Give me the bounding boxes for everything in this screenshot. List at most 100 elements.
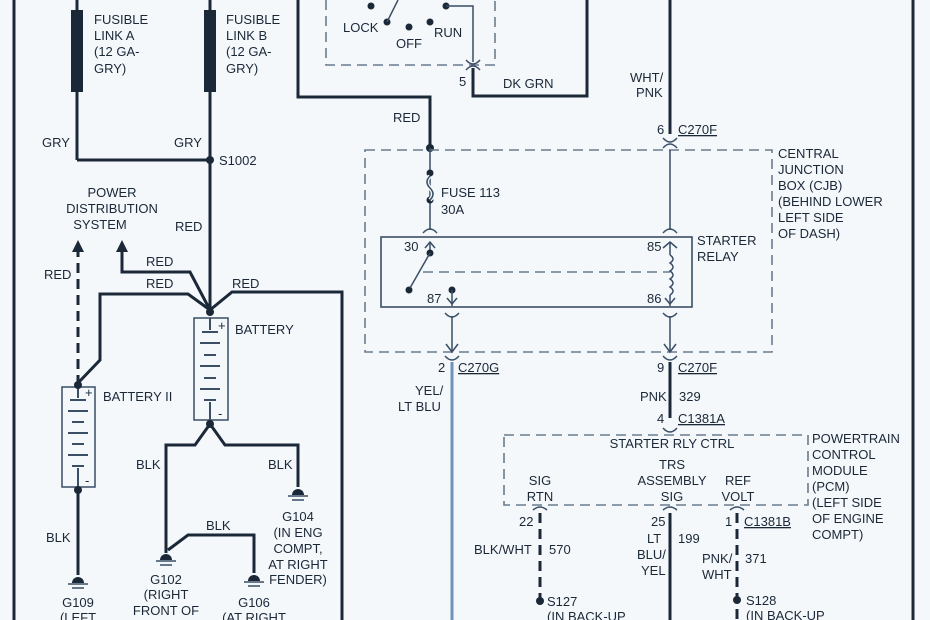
svg-text:OF ENGINE: OF ENGINE <box>812 511 884 526</box>
ground-g109: G109(LEFT <box>60 577 96 620</box>
wire-red-right <box>209 290 344 620</box>
svg-text:RELAY: RELAY <box>697 249 739 264</box>
svg-text:25: 25 <box>651 514 665 529</box>
svg-text:SYSTEM: SYSTEM <box>73 217 126 232</box>
connector-label: C1381A <box>678 411 725 426</box>
svg-text:22: 22 <box>519 514 533 529</box>
wire-blk-g104 <box>208 423 300 487</box>
wire-label: LT BLU <box>398 399 441 414</box>
arrow-up-icon <box>116 240 128 252</box>
battery-ii: + - BATTERY II <box>61 385 172 488</box>
svg-text:LINK B: LINK B <box>226 28 267 43</box>
svg-text:DISTRIBUTION: DISTRIBUTION <box>66 201 158 216</box>
svg-text:JUNCTION: JUNCTION <box>778 162 844 177</box>
ground-g104: G104(IN ENG COMPT,AT RIGHT FENDER) <box>268 489 328 587</box>
svg-text:OFF: OFF <box>396 36 422 51</box>
power-distribution-label: POWER DISTRIBUTION SYSTEM <box>66 185 158 232</box>
svg-text:BATTERY II: BATTERY II <box>103 389 172 404</box>
wire-label: WHT <box>702 567 732 582</box>
wire-dk-grn <box>471 0 589 98</box>
svg-text:REF: REF <box>725 473 751 488</box>
svg-text:+: + <box>85 385 93 400</box>
wire-label: RED <box>175 219 202 234</box>
svg-text:C1381B: C1381B <box>744 514 791 529</box>
wire-label: BLK <box>136 457 161 472</box>
arrow-up-icon <box>72 240 84 252</box>
wire-label: BLK <box>46 530 71 545</box>
svg-text:OF DASH): OF DASH) <box>778 226 840 241</box>
svg-text:(IN ENG: (IN ENG <box>273 525 322 540</box>
wire-label: BLU/ <box>637 547 666 562</box>
svg-text:GRY): GRY) <box>226 61 258 76</box>
svg-text:STARTER: STARTER <box>697 233 756 248</box>
wire-label: YEL/ <box>415 383 444 398</box>
svg-text:S128: S128 <box>746 593 776 608</box>
wire-red-pds <box>120 252 212 311</box>
svg-text:+: + <box>218 318 226 333</box>
circuit-number: 570 <box>549 542 571 557</box>
svg-text:COMPT,: COMPT, <box>273 541 322 556</box>
connector-label: C270F <box>678 122 717 137</box>
svg-text:G106: G106 <box>238 595 270 610</box>
svg-text:POWERTRAIN: POWERTRAIN <box>812 431 900 446</box>
connector-pin: 4 <box>657 411 664 426</box>
battery: + - BATTERY <box>193 317 294 421</box>
svg-text:FRONT OF: FRONT OF <box>133 603 199 618</box>
fuse-label: FUSE 113 <box>441 185 500 200</box>
svg-text:86: 86 <box>647 291 661 306</box>
svg-text:(LEFT: (LEFT <box>60 610 96 620</box>
svg-text:FUSIBLE: FUSIBLE <box>226 12 281 27</box>
wire-label: LT <box>647 531 661 546</box>
svg-text:S127: S127 <box>547 594 577 609</box>
connector-pin: 6 <box>657 122 664 137</box>
wire-label: BLK <box>206 518 231 533</box>
svg-text:5: 5 <box>459 74 466 89</box>
svg-text:G102: G102 <box>150 572 182 587</box>
wire-label: GRY <box>174 135 202 150</box>
svg-text:1: 1 <box>725 514 732 529</box>
svg-text:(BEHIND LOWER: (BEHIND LOWER <box>778 194 883 209</box>
circuit-number: 329 <box>679 389 701 404</box>
fuse-rating: 30A <box>441 202 464 217</box>
svg-text:LINK A: LINK A <box>94 28 135 43</box>
svg-text:MODULE: MODULE <box>812 463 868 478</box>
svg-text:BOX (CJB): BOX (CJB) <box>778 178 842 193</box>
svg-text:TRS: TRS <box>659 457 685 472</box>
svg-text:LOCK: LOCK <box>343 20 379 35</box>
wire-label: YEL <box>641 563 666 578</box>
svg-text:(12 GA-: (12 GA- <box>94 44 140 59</box>
wire-label: PNK <box>636 85 663 100</box>
svg-text:87: 87 <box>427 291 441 306</box>
wire-blk-g102 <box>164 423 212 553</box>
svg-text:(IN BACK-UP: (IN BACK-UP <box>746 608 825 620</box>
svg-text:COMPT): COMPT) <box>812 527 863 542</box>
svg-text:CONTROL: CONTROL <box>812 447 876 462</box>
splice-label: S1002 <box>219 153 257 168</box>
svg-text:(RIGHT: (RIGHT <box>144 587 189 602</box>
wire-label: RED <box>44 267 71 282</box>
circuit-number: 371 <box>745 551 767 566</box>
svg-text:ASSEMBLY: ASSEMBLY <box>637 473 706 488</box>
svg-text:STARTER RLY CTRL: STARTER RLY CTRL <box>610 436 735 451</box>
svg-text:G104: G104 <box>282 509 314 524</box>
wire-label: RED <box>232 276 259 291</box>
svg-text:(IN BACK-UP: (IN BACK-UP <box>547 609 626 620</box>
svg-text:FENDER): FENDER) <box>269 572 327 587</box>
wire-label: GRY <box>42 135 70 150</box>
svg-text:VOLT: VOLT <box>722 489 755 504</box>
svg-text:CENTRAL: CENTRAL <box>778 146 839 161</box>
splice-s127: S127(IN BACK-UP <box>536 594 626 620</box>
svg-text:30: 30 <box>404 239 418 254</box>
wire-label: DK GRN <box>503 76 554 91</box>
wire-label: BLK/WHT <box>474 542 532 557</box>
ignition-switch: LOCK OFF RUN 5 <box>325 0 496 89</box>
svg-text:(PCM): (PCM) <box>812 479 850 494</box>
ground-g106: G106(AT RIGHT <box>222 575 286 620</box>
circuit-number: 199 <box>678 531 700 546</box>
